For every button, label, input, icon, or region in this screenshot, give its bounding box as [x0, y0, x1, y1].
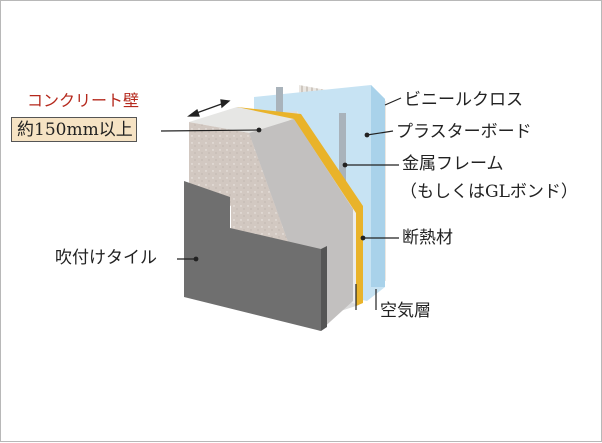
plaster-board-label: プラスターボード [396, 122, 532, 142]
concrete-thickness-label: 約150mm以上 [11, 117, 137, 142]
vinyl-cloth-label: ビニールクロス [404, 90, 523, 110]
spray-tile-label: 吹付けタイル [55, 248, 157, 268]
leader-concrete [160, 129, 260, 132]
callout-dot [364, 132, 370, 138]
thickness-arrow [187, 99, 231, 117]
spray-tile-face [184, 181, 321, 331]
concrete-top-edge [189, 107, 294, 133]
air-layer-label: 空気層 [380, 301, 431, 321]
callout-dot [256, 127, 262, 133]
metal-frame-label: 金属フレーム [402, 154, 504, 174]
concrete-wall-label: コンクリート壁 [27, 91, 140, 110]
callout-dot [360, 235, 366, 241]
gl-bond-label: （もしくはGLボンド） [400, 182, 578, 202]
spray-tile-side [321, 246, 327, 331]
callout-dot [193, 256, 199, 262]
leader-plaster [366, 130, 394, 136]
insulation-label: 断熱材 [402, 228, 453, 248]
callout-dot [342, 162, 348, 168]
leader-vinyl [384, 97, 402, 106]
